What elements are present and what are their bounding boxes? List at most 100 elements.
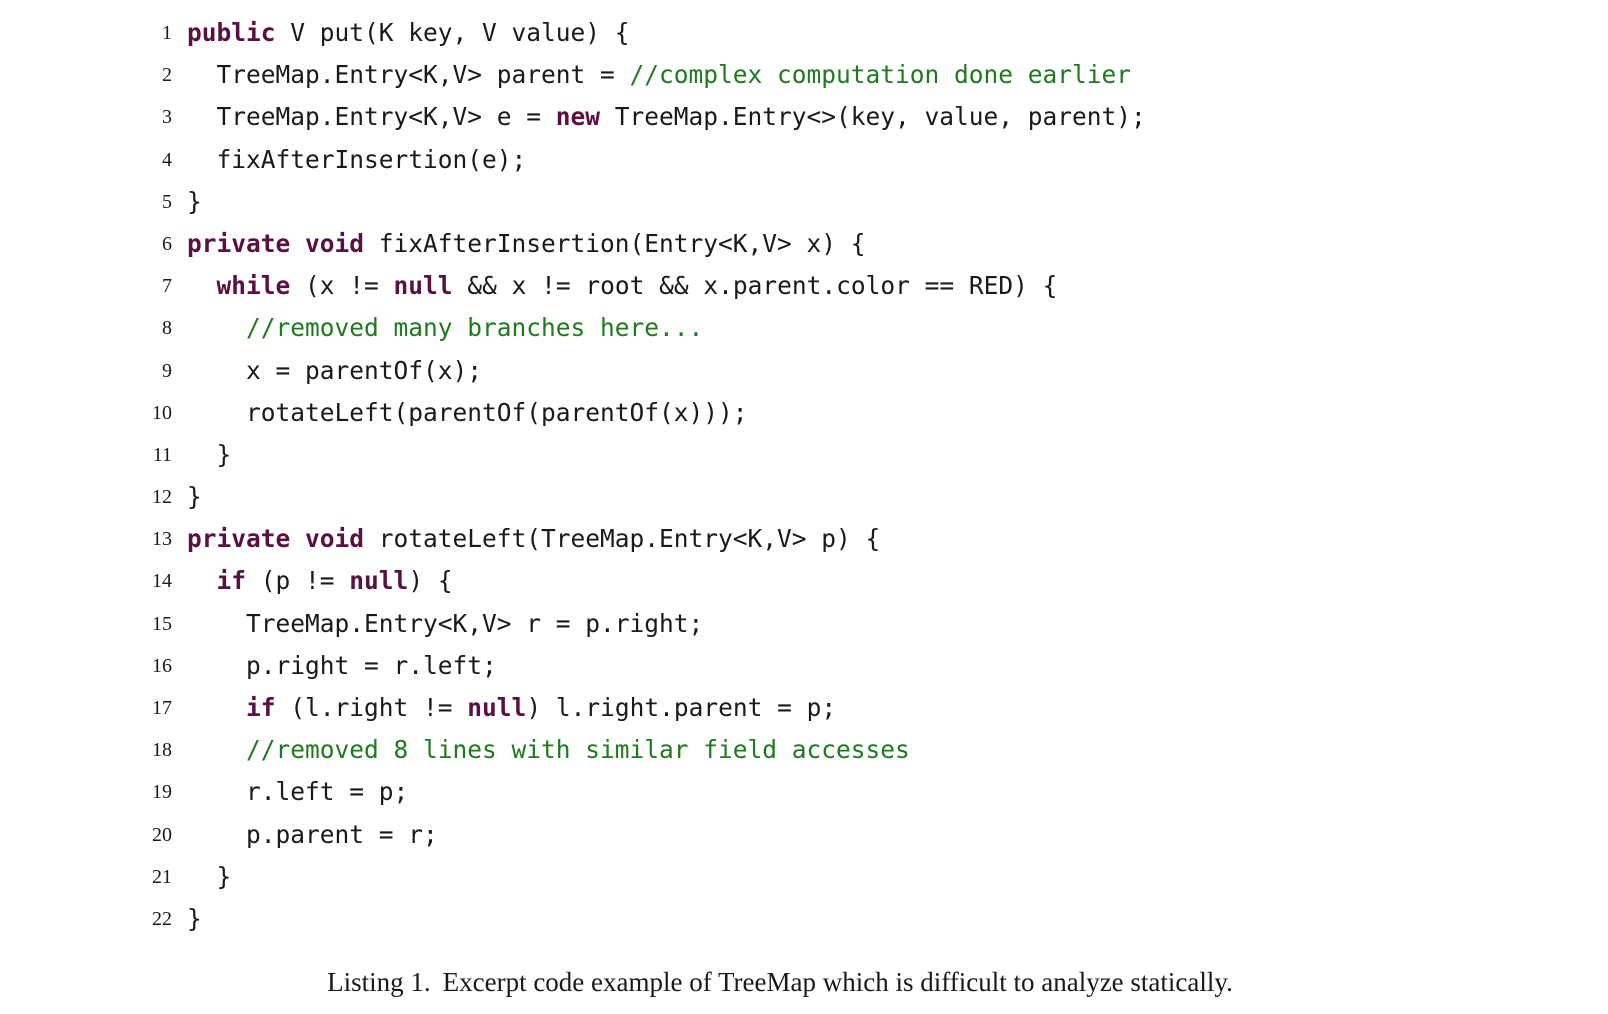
- code-line: 7 while (x != null && x != root && x.par…: [0, 265, 1608, 307]
- line-number: 1: [162, 22, 172, 44]
- code-text: ) l.right.parent = p;: [526, 693, 837, 722]
- line-code: p.right = r.left;: [187, 645, 497, 687]
- code-text: [187, 313, 246, 342]
- code-text: && x != root && x.parent.color == RED) {: [452, 271, 1058, 301]
- code-text: fixAfterInsertion(e);: [187, 144, 527, 174]
- line-code: TreeMap.Entry<K,V> e = new TreeMap.Entry…: [187, 96, 1146, 138]
- code-text: }: [187, 482, 202, 512]
- code-text: p.right = r.left;: [187, 650, 497, 680]
- line-code: public V put(K key, V value) {: [187, 12, 630, 54]
- code-line: 17 if (l.right != null) l.right.parent =…: [0, 687, 1608, 729]
- code-text: fixAfterInsertion(Entry<K,V> x) {: [364, 228, 866, 258]
- code-comment: //removed many branches here...: [246, 313, 704, 343]
- line-code: }: [187, 476, 202, 518]
- code-comment: //removed 8 lines with similar field acc…: [246, 735, 910, 765]
- line-code: p.parent = r;: [187, 814, 438, 856]
- line-number: 17: [152, 697, 172, 719]
- code-text: [187, 735, 246, 764]
- code-line: 16 p.right = r.left;: [0, 645, 1608, 687]
- code-text: ) {: [408, 566, 453, 596]
- line-code: //removed many branches here...: [187, 307, 703, 349]
- line-code: }: [187, 898, 202, 940]
- code-line: 22}: [0, 898, 1608, 940]
- line-code: }: [187, 434, 232, 476]
- line-code: }: [187, 181, 202, 223]
- code-keyword: null: [349, 566, 409, 596]
- code-keyword: null: [393, 271, 453, 301]
- code-line: 12}: [0, 476, 1608, 518]
- line-number: 11: [152, 443, 172, 466]
- code-text: TreeMap.Entry<K,V> e =: [187, 102, 556, 132]
- line-code: if (p != null) {: [187, 560, 453, 602]
- line-code: while (x != null && x != root && x.paren…: [187, 265, 1058, 307]
- code-text: rotateLeft(parentOf(parentOf(x)));: [187, 397, 748, 427]
- line-number: 8: [162, 317, 172, 340]
- code-comment: //complex computation done earlier: [629, 60, 1132, 90]
- code-line: 21 }: [0, 856, 1608, 898]
- code-text: V put(K key, V value) {: [275, 18, 630, 47]
- line-code: rotateLeft(parentOf(parentOf(x)));: [187, 392, 748, 434]
- line-number: 7: [162, 275, 172, 298]
- code-text: TreeMap.Entry<K,V> parent =: [187, 60, 630, 90]
- code-keyword: public: [187, 18, 276, 47]
- code-line: 6 private void fixAfterInsertion(Entry<K,…: [0, 223, 1608, 265]
- code-line: 10 rotateLeft(parentOf(parentOf(x)));: [0, 392, 1608, 434]
- code-line: 4 fixAfterInsertion(e);: [0, 139, 1608, 181]
- code-text: (p !=: [246, 566, 350, 596]
- code-text: x = parentOf(x);: [187, 355, 483, 385]
- line-code: }: [187, 856, 232, 898]
- line-number: 16: [152, 654, 172, 677]
- code-keyword: void: [305, 228, 365, 258]
- line-number: 3: [162, 106, 172, 129]
- code-text: TreeMap.Entry<K,V> r = p.right;: [187, 608, 704, 638]
- caption-label: Listing 1.: [327, 967, 431, 997]
- code-text: (l.right !=: [275, 693, 468, 722]
- code-keyword: new: [555, 102, 601, 132]
- code-line: 1 public V put(K key, V value) {: [0, 12, 1608, 54]
- line-number: 10: [152, 401, 172, 424]
- code-text: [187, 566, 217, 595]
- code-keyword: while: [216, 271, 291, 301]
- caption-text: Excerpt code example of TreeMap which is…: [442, 967, 1233, 997]
- code-text: }: [187, 861, 232, 891]
- code-keyword: null: [467, 693, 527, 722]
- line-number: 6: [162, 232, 172, 255]
- line-number: 21: [152, 865, 172, 888]
- code-text: }: [187, 903, 202, 933]
- code-line: 20 p.parent = r;: [0, 814, 1608, 856]
- code-line: 8 //removed many branches here...: [0, 307, 1608, 349]
- code-keyword: if: [246, 693, 276, 722]
- code-text: }: [187, 439, 232, 469]
- code-line: 3 TreeMap.Entry<K,V> e = new TreeMap.Ent…: [0, 96, 1608, 138]
- line-code: private void fixAfterInsertion(Entry<K,V…: [187, 223, 866, 265]
- line-number: 9: [162, 359, 172, 382]
- listing-caption: Listing 1. Excerpt code example of TreeMa…: [0, 967, 1560, 998]
- code-keyword: if: [216, 566, 247, 596]
- code-line: 19 r.left = p;: [0, 771, 1608, 813]
- line-code: TreeMap.Entry<K,V> r = p.right;: [187, 603, 703, 645]
- line-number: 2: [162, 64, 172, 87]
- code-text: TreeMap.Entry<>(key, value, parent);: [600, 102, 1146, 132]
- line-number: 4: [162, 148, 172, 171]
- code-line: 18 //removed 8 lines with similar field …: [0, 729, 1608, 771]
- line-code: private void rotateLeft(TreeMap.Entry<K,…: [187, 518, 880, 560]
- code-listing: 1 public V put(K key, V value) { 2 TreeMap…: [0, 12, 1608, 940]
- line-code: TreeMap.Entry<K,V> parent = //complex co…: [187, 54, 1132, 96]
- code-text: p.parent = r;: [187, 819, 438, 849]
- code-text: (x !=: [290, 271, 394, 301]
- code-text: rotateLeft(TreeMap.Entry<K,V> p) {: [364, 524, 881, 554]
- code-line: 5}: [0, 181, 1608, 223]
- line-number: 22: [152, 907, 172, 930]
- code-line: 9 x = parentOf(x);: [0, 350, 1608, 392]
- code-text: [290, 524, 305, 553]
- line-code: fixAfterInsertion(e);: [187, 139, 527, 181]
- line-number: 19: [152, 781, 172, 804]
- line-number: 18: [152, 739, 172, 762]
- line-code: if (l.right != null) l.right.parent = p;: [187, 687, 836, 729]
- code-text: [187, 693, 246, 722]
- code-text: [290, 229, 305, 258]
- line-number: 20: [152, 823, 172, 846]
- line-number: 15: [152, 612, 172, 635]
- line-code: r.left = p;: [187, 771, 408, 813]
- line-code: //removed 8 lines with similar field acc…: [187, 729, 910, 771]
